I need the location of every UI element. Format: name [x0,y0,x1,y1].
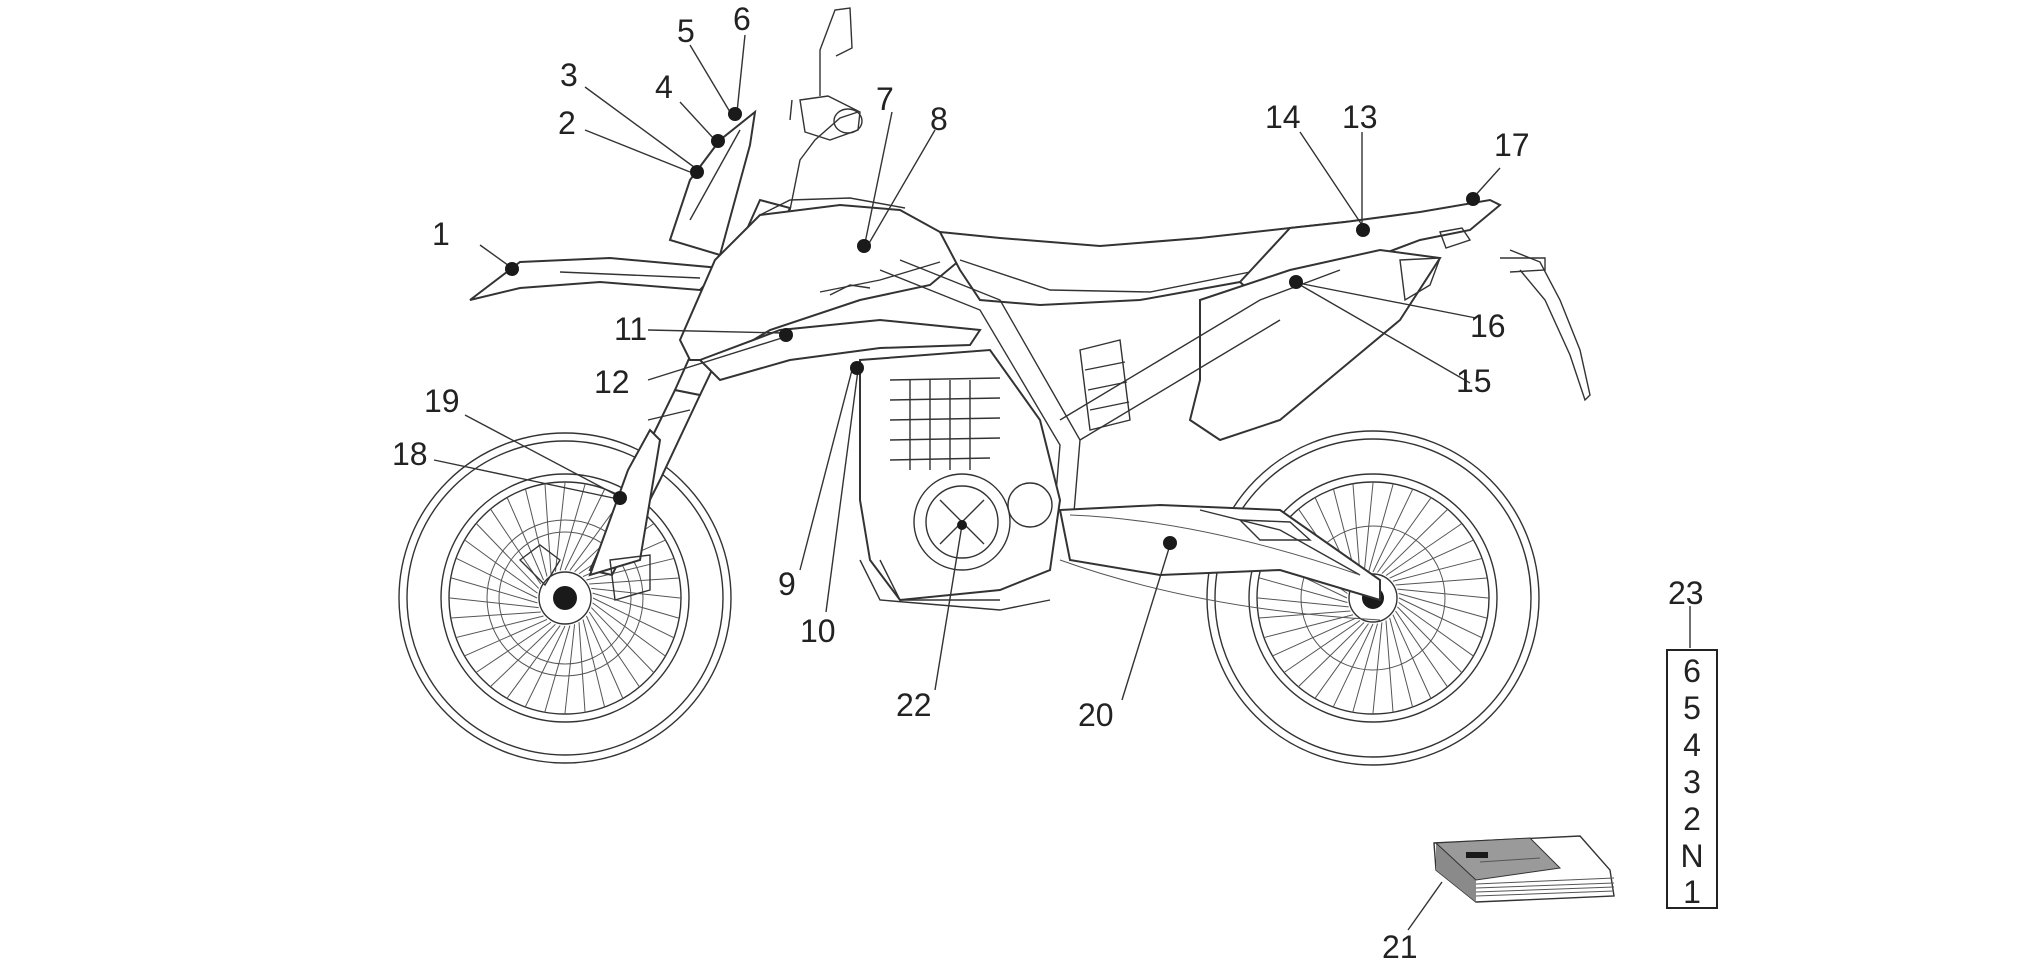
callout-markers [505,107,1480,550]
wheel-spoke [1258,610,1351,619]
wheel-spoke [1397,606,1463,673]
wheel-spoke [464,539,538,594]
callout-1: 1 [432,216,450,252]
callout-9: 9 [778,566,796,602]
gear-label-n: N [1680,838,1703,874]
wheel-spoke [590,607,655,673]
wheel-spoke [1398,593,1488,619]
wheel-spoke [1258,577,1348,603]
wheel-spoke [506,497,545,581]
callout-2: 2 [558,105,576,141]
wheel-spoke [524,625,566,708]
wheel-spoke [564,624,576,715]
wheel-spoke [1272,617,1357,657]
wheel-spoke [544,625,571,713]
wheel-spoke [1298,622,1365,688]
wheel-spoke [1389,617,1414,708]
wheel-spoke [1395,610,1448,688]
wheel-spoke [1381,508,1448,574]
wheel-spoke [1332,623,1374,708]
wheel-spoke [1392,557,1483,582]
callout-12: 12 [594,364,630,400]
gear-label-3: 3 [1683,764,1701,800]
wheel-spoke [1398,602,1474,657]
wheel-spoke [1385,523,1463,576]
wheel-spoke [1352,483,1361,576]
wheel-spoke [1372,622,1383,715]
wheel-spoke [464,618,548,657]
wheel-spoke [1377,497,1432,573]
gear-label-5: 5 [1683,690,1701,726]
wheel-spoke [592,597,675,639]
callout-10: 10 [800,613,836,649]
wheel-spoke [1256,597,1349,608]
wheel-spoke [585,615,624,699]
engine [859,348,1062,602]
wheel-spoke [1395,577,1488,586]
wheel-spoke [589,577,680,585]
wheel-spoke [506,625,561,699]
callout-18: 18 [392,436,428,472]
wheel-spoke [1392,614,1432,699]
wheel-spoke [1352,623,1378,713]
gear-indicator-decal: 6 5 4 3 2 N 1 [1666,649,1718,910]
wheel-spoke [455,615,544,639]
wheel-spoke [1397,588,1490,599]
wheel-spoke [564,488,606,571]
wheel-spoke [1363,481,1374,574]
callout-3: 3 [560,57,578,93]
wheel-spoke [475,523,540,589]
wheel-spoke [559,483,586,571]
callout-6: 6 [733,1,751,37]
wheel-spoke [455,557,538,599]
callout-20: 20 [1078,697,1114,733]
wheel-spoke [524,488,548,577]
callout-21: 21 [1382,929,1418,959]
wheel-spoke [450,577,538,604]
wheel-spoke [475,621,552,673]
callout-labels: 1 2 3 4 5 6 7 8 9 10 11 12 13 14 15 16 1… [392,1,1704,959]
wheel-spoke [586,557,675,581]
wheel-spoke [1368,483,1394,573]
wheel-spoke [592,592,680,619]
wheel-spoke [554,481,566,572]
leader-lines [433,34,1691,931]
gear-label-4: 4 [1683,727,1701,763]
wheel-spoke [544,483,552,574]
callout-5: 5 [677,13,695,49]
wheel-spoke [1385,620,1394,713]
callout-13: 13 [1342,99,1378,135]
wheel-spoke [490,623,556,688]
callout-16: 16 [1470,308,1506,344]
callout-17: 17 [1494,127,1530,163]
callout-11: 11 [614,311,647,347]
gear-label-1: 1 [1683,874,1701,910]
wheel-spoke [1314,623,1369,699]
gear-label-6: 6 [1683,653,1701,689]
wheel-spoke [1372,488,1414,573]
wheel-spoke [578,622,586,713]
callout-8: 8 [930,101,948,137]
wheel-spoke [450,611,541,619]
wheel-spoke [1263,614,1354,639]
callout-19: 19 [424,383,460,419]
wheel-spoke [1389,539,1474,579]
callout-15: 15 [1456,363,1492,399]
wheel-spoke [1283,620,1361,673]
motorcycle-drawing [398,7,1591,766]
callout-4: 4 [655,69,673,105]
front-wheel [398,432,732,764]
gear-label-2: 2 [1683,801,1701,837]
callout-22: 22 [896,687,932,723]
wheel-spoke [582,619,606,708]
wheel-spoke [588,611,640,688]
wheel-spoke [1398,597,1483,639]
callout-14: 14 [1265,99,1301,135]
wheel-spoke [448,597,539,609]
wheel-spoke [592,602,666,657]
callout-7: 7 [876,81,894,117]
callout-23: 23 [1668,575,1704,611]
decal-sheet-illustration [1433,835,1615,903]
